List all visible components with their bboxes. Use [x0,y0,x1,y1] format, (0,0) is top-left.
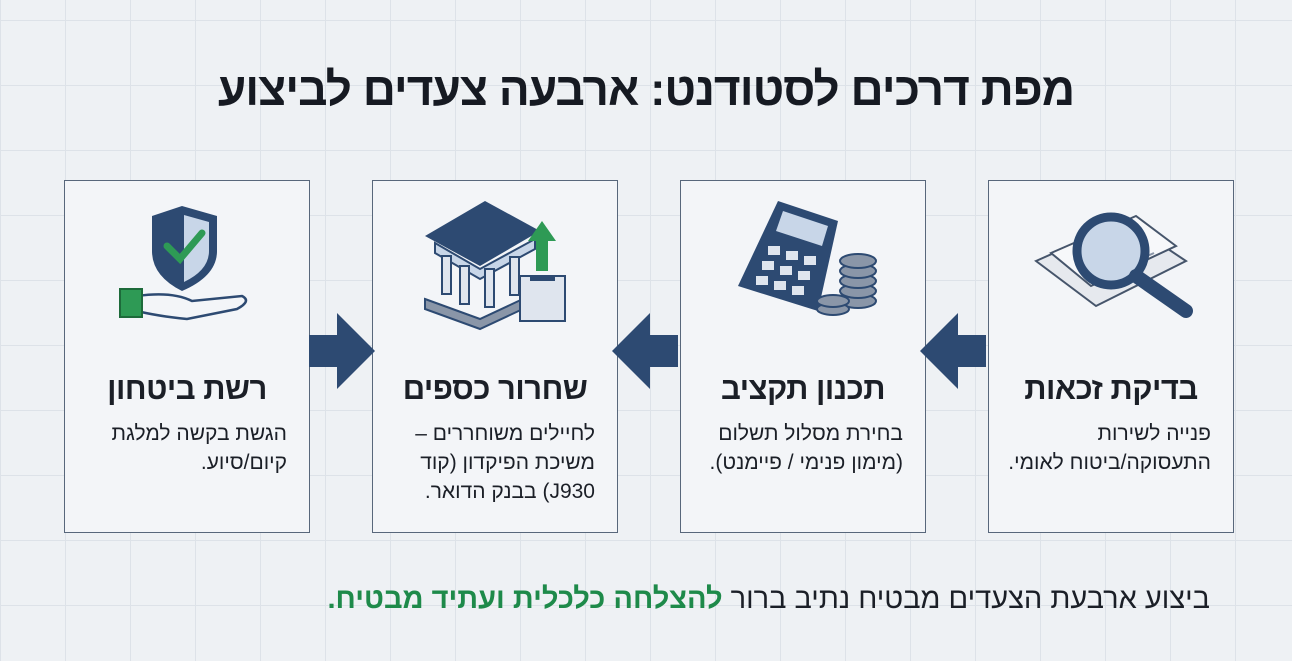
step-title: רשת ביטחון [107,371,267,406]
footer-summary: ביצוע ארבעת הצעדים מבטיח נתיב ברור להצלח… [0,583,1211,616]
calculator-coins-icon [681,181,925,341]
step-card-safety-net: רשת ביטחון הגשת בקשה למלגת קיום/סיוע. [64,180,310,533]
bank-deposit-icon [373,181,617,341]
step-title: שחרור כספים [402,371,588,406]
arrow-left-icon [612,313,678,389]
step-title: תכנון תקציב [721,371,885,406]
step-description: לחיילים משוחררים – משיכת הפיקדון (קוד J9… [415,422,595,503]
step-card-budget: תכנון תקציב בחירת מסלול תשלום (מימון פני… [680,180,926,533]
footer-highlight: להצלחה כלכלית ועתיד מבטיח. [327,583,723,615]
footer-text: ביצוע ארבעת הצעדים מבטיח נתיב ברור [722,583,1210,615]
step-description: פנייה לשירות התעסוקה/ביטוח לאומי. [1008,422,1211,474]
arrow-right-icon [309,313,375,389]
step-title: בדיקת זכאות [1024,371,1198,406]
page-title: מפת דרכים לסטודנט: ארבעה צעדים לביצוע [217,63,1075,115]
step-card-eligibility: בדיקת זכאות פנייה לשירות התעסוקה/ביטוח ל… [988,180,1234,533]
step-card-funds-release: שחרור כספים לחיילים משוחררים – משיכת הפי… [372,180,618,533]
step-description: בחירת מסלול תשלום (מימון פנימי / פיימנט)… [709,422,903,474]
arrow-left-icon [920,313,986,389]
step-description: הגשת בקשה למלגת קיום/סיוע. [111,422,287,474]
shield-hand-icon [65,181,309,341]
magnifier-document-icon [989,181,1233,341]
